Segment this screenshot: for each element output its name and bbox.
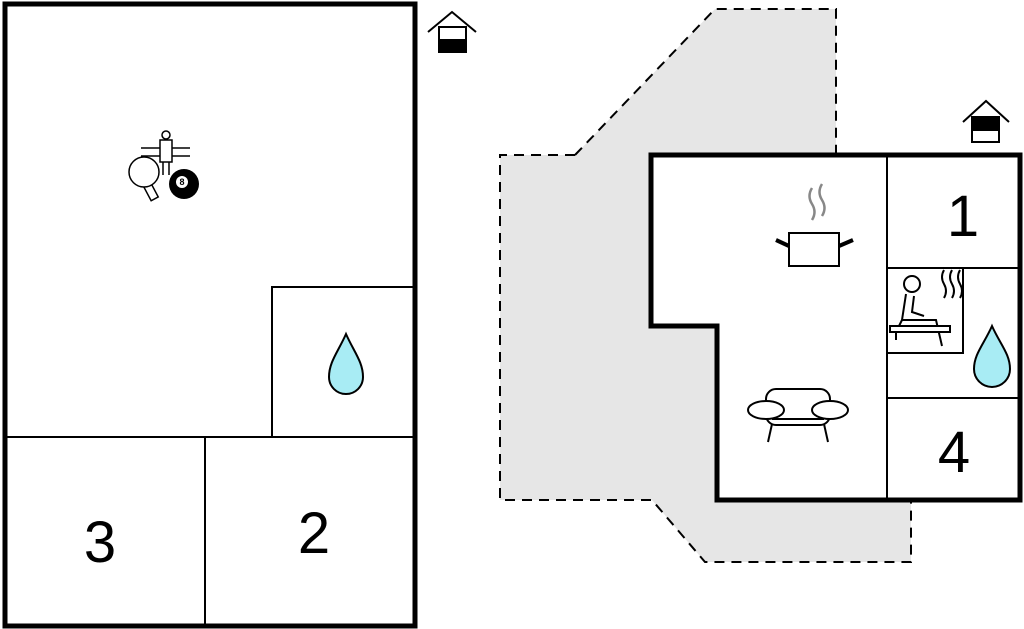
bathroom-wall xyxy=(271,286,415,437)
room-number-2: 2 xyxy=(298,501,330,566)
terrace-area xyxy=(500,9,911,562)
sofa-icon xyxy=(747,388,849,443)
billiard-ball-icon: 8 xyxy=(169,169,199,199)
terrace-outline xyxy=(499,154,912,563)
house-icon xyxy=(427,10,477,53)
cooking-pot-icon xyxy=(775,183,854,267)
water-drop-icon xyxy=(327,331,365,395)
sauna-wall xyxy=(887,268,964,354)
table-tennis-icon xyxy=(128,156,160,202)
billiard-ball-number: 8 xyxy=(179,177,184,187)
room-number-1: 1 xyxy=(947,184,979,249)
terrace-outline xyxy=(574,8,837,156)
right-building-outline xyxy=(648,152,1023,503)
left-building-outline xyxy=(2,1,418,629)
water-drop-icon xyxy=(972,323,1012,388)
right-building: 1 4 xyxy=(499,8,1023,563)
left-building: 3 2 8 xyxy=(2,1,477,629)
room-number-3: 3 xyxy=(84,510,116,575)
foosball-icon xyxy=(141,130,190,175)
house-icon xyxy=(962,99,1010,143)
room-number-4: 4 xyxy=(938,420,970,485)
sauna-icon xyxy=(889,269,963,347)
